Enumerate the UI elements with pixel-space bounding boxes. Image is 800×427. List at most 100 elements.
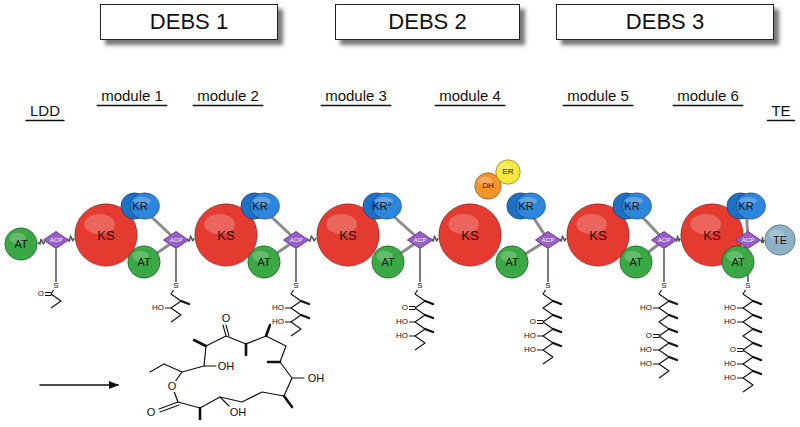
domain-name: AT <box>137 257 150 268</box>
kr-lobe <box>736 193 766 220</box>
methyl-wedge <box>669 315 677 318</box>
hydroxyl-bond <box>285 322 291 323</box>
carbonyl-bond <box>537 323 543 324</box>
atom-label: HO <box>723 374 737 382</box>
methyl-wedge <box>284 396 292 407</box>
module-underline <box>435 105 505 106</box>
reaction-arrow <box>40 384 118 386</box>
module-underline <box>97 105 167 106</box>
domain-name: KR <box>624 201 639 212</box>
domain-name: KR° <box>372 201 392 212</box>
module-label: LDD <box>29 103 61 118</box>
domain-fill <box>620 246 653 279</box>
domain-name: KR <box>132 201 147 212</box>
carbonyl-bond <box>653 334 659 335</box>
atom-label: O <box>37 290 45 298</box>
methyl-wedge <box>245 344 248 355</box>
module-underline <box>673 105 743 106</box>
module-underline <box>321 105 391 106</box>
domain-fill <box>248 246 281 279</box>
methyl-wedge <box>753 301 761 304</box>
lactone-carbonyl <box>160 405 179 412</box>
methyl-wedge <box>425 315 433 318</box>
domain-circle: AT <box>127 245 161 279</box>
atom-label: S <box>660 282 667 290</box>
domain-circle: AT <box>247 245 281 279</box>
ketone-bond <box>223 325 226 336</box>
acp-shape <box>736 232 761 249</box>
atom-label: S <box>292 282 299 290</box>
domain-name: DEBS 3 <box>626 11 704 33</box>
hydroxyl-bond <box>737 378 743 379</box>
atom-label: S <box>172 282 179 290</box>
methyl-wedge <box>553 329 561 332</box>
protein-header-box: DEBS 2 <box>335 4 520 40</box>
domain-name: KR <box>252 201 267 212</box>
hydroxyl-bond <box>409 322 415 323</box>
hydroxyl-bond <box>292 377 304 378</box>
polyketide-chain <box>659 249 669 378</box>
domain-name: KS <box>217 229 234 242</box>
methyl-wedge <box>753 329 761 332</box>
hydroxyl-bond <box>737 308 743 309</box>
macrolactone-ring <box>172 336 292 408</box>
methyl-wedge <box>194 340 206 346</box>
module-label: module 2 <box>196 88 260 103</box>
domain-name: AT <box>257 257 270 268</box>
domain-circle: AT <box>721 245 755 279</box>
atom-label: S <box>544 282 551 290</box>
domain-circle: KR° <box>362 192 402 220</box>
methyl-wedge <box>669 329 677 332</box>
methyl-wedge <box>425 329 433 332</box>
ethyl-group <box>150 364 164 372</box>
domain-name: DEBS 2 <box>388 11 466 33</box>
atom-label: O <box>529 318 537 326</box>
acp-diamond: ACP <box>163 231 189 249</box>
hydroxyl-bond <box>409 336 415 337</box>
protein-header-box: DEBS 1 <box>100 4 278 40</box>
carbonyl-bond <box>737 351 743 352</box>
hydroxyl-bond <box>220 397 229 406</box>
methyl-wedge <box>266 325 270 336</box>
acp-shape <box>536 232 561 249</box>
methyl-wedge <box>268 361 280 364</box>
methyl-wedge <box>669 343 677 346</box>
domain-name: DH <box>482 182 494 190</box>
atom-label: S <box>416 282 423 290</box>
domain-circle: KS <box>438 203 502 267</box>
domain-name: ACP <box>414 237 426 243</box>
atom-label: HO <box>723 318 737 326</box>
atom-label: HO <box>151 304 165 312</box>
domain-name: KS <box>97 229 114 242</box>
domain-circle: AT <box>4 227 38 261</box>
module-underline <box>26 120 64 121</box>
domain-circle: KR <box>726 192 766 220</box>
domain-circle: AT <box>619 245 653 279</box>
methyl-wedge <box>301 301 309 304</box>
polyketide-chain <box>415 249 425 350</box>
polyketide-chain <box>51 249 61 308</box>
acp-shape <box>408 232 433 249</box>
polyketide-chain <box>543 249 553 364</box>
atom-label: OH <box>217 361 236 372</box>
domain-name: KR <box>518 201 533 212</box>
acp-shape <box>284 232 309 249</box>
acp-diamond: ACP <box>407 231 433 249</box>
methyl-wedge <box>553 315 561 318</box>
methyl-wedge <box>753 343 761 346</box>
hydroxyl-bond <box>737 322 743 323</box>
domain-circle: AT <box>495 245 529 279</box>
hydroxyl-bond <box>653 308 659 309</box>
hydroxyl-bond <box>285 308 291 309</box>
linker-connector <box>761 238 764 243</box>
methyl-wedge <box>553 301 561 304</box>
domain-name: AT <box>14 239 27 250</box>
domain-name: ACP <box>290 237 302 243</box>
atom-label: S <box>52 282 59 290</box>
domain-name: ACP <box>542 237 554 243</box>
atom-label: HO <box>395 332 409 340</box>
module-label: module 3 <box>324 88 388 103</box>
domain-fill <box>496 246 529 279</box>
domain-circle: KR <box>506 192 546 220</box>
domain-name: TE <box>773 235 787 246</box>
